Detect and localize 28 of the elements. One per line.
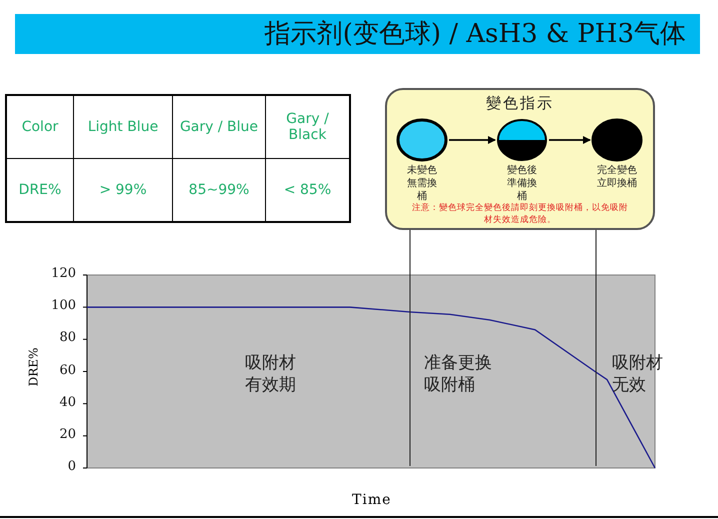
- tick-label: 40: [58, 394, 76, 410]
- indicator-ball: [396, 118, 448, 162]
- ball-caption: 變色後準備換桶: [506, 164, 538, 203]
- region-label: 吸附材无效: [612, 352, 664, 396]
- ball-caption: 未變色無需換桶: [406, 164, 438, 203]
- indicator-ball: [592, 118, 642, 162]
- tick-label: 60: [58, 362, 76, 378]
- axis-title: DRE%: [26, 348, 40, 386]
- warning-note: 注意：變色球完全變色後請即刻更換吸附桶，以免吸附材失效造成危險。: [411, 202, 629, 226]
- ball-caption: 完全變色立即換桶: [596, 164, 638, 190]
- tick-label: 100: [50, 298, 76, 314]
- tick-label: 0: [66, 459, 76, 474]
- arrow: [449, 136, 496, 144]
- tick-label: 20: [58, 426, 76, 442]
- header-cell: Color: [5, 94, 74, 159]
- axis-title: Time: [352, 492, 392, 508]
- indicator-card: [385, 88, 655, 230]
- header-cell: Gary / Black: [265, 94, 351, 159]
- table-cell: < 85%: [265, 158, 351, 223]
- indicator-ball: [497, 119, 547, 161]
- title-banner: 指示剂(变色球) / AsH3 & PH3气体: [15, 14, 700, 54]
- table-cell: DRE%: [5, 158, 74, 223]
- tick-label: 80: [58, 330, 76, 346]
- tick-label: 120: [50, 266, 76, 281]
- region-label: 准备更换吸附桶: [424, 352, 493, 396]
- arrow: [549, 136, 591, 144]
- card-heading: 變色指示: [485, 94, 555, 113]
- region-label: 吸附材有效期: [245, 352, 297, 396]
